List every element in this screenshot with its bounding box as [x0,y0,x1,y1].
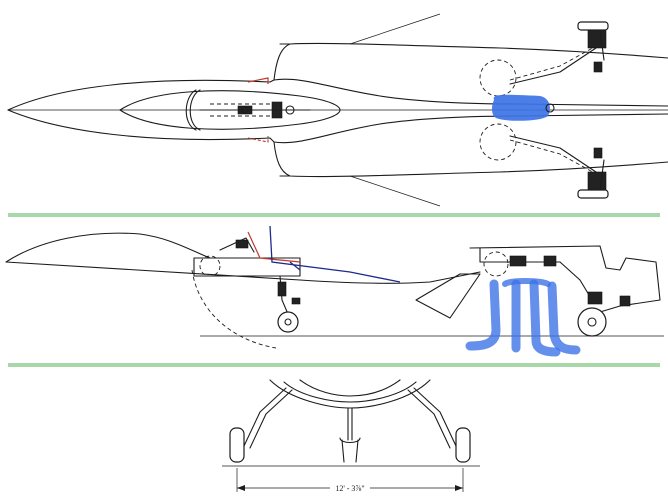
plan-wing-lower [273,141,668,178]
plan-view [7,13,668,207]
plan-intake-upper [247,77,269,84]
side-exhaust-plumes [465,278,581,357]
side-navy-line [269,225,401,283]
front-view: 12' - 3⅞" [222,379,480,493]
plan-main-gear-upper [509,21,609,85]
plan-wing-upper [273,42,668,81]
side-view [5,225,664,357]
front-fuselage [269,379,431,409]
plan-canopy-frame [185,89,201,131]
front-fuselage-mid [283,381,417,403]
side-fuselage-upper [5,232,211,263]
plan-wheel-well-upper [479,59,517,97]
front-gear-left [243,387,293,449]
front-dimension [236,468,464,492]
front-gear-right [407,387,457,449]
plan-exhaust-blob [492,94,550,121]
plan-intake-lower [247,136,269,143]
plan-wing-lower-leading [349,175,441,207]
side-nose-gear [193,237,301,333]
side-red-line [247,231,301,263]
side-fuselage-lower [5,261,481,284]
front-nose-gear [339,407,361,463]
plan-nose-gear [199,101,311,119]
separator-bottom [8,363,660,367]
front-dimension-label: 12' - 3⅞" [335,484,364,493]
plan-fuselage-outline [7,78,668,144]
front-wheel-right [455,427,471,463]
separator-top [8,213,660,217]
front-wheel-left [229,427,245,463]
plan-exhaust-nozzle [545,103,555,113]
plan-wing-upper-leading [349,13,441,45]
plan-canopy [119,90,341,130]
front-fuselage-inner [299,379,401,397]
side-nose-retraction-arc [191,269,277,349]
plan-wheel-well-lower [479,123,517,161]
plan-main-gear-lower [509,135,609,199]
side-main-gear [415,245,661,337]
